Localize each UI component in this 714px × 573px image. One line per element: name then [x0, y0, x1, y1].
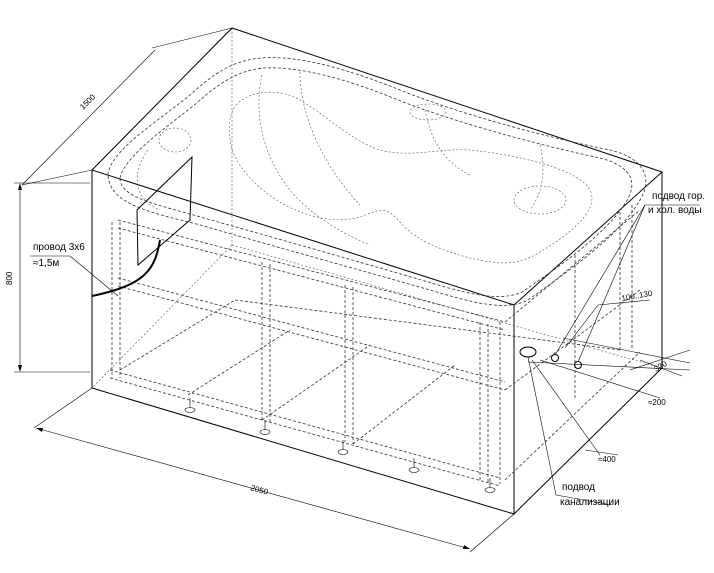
foot	[184, 398, 196, 413]
drain-connection	[519, 346, 613, 506]
drain-callout-line1: подвод	[562, 482, 595, 493]
water-connections	[551, 204, 700, 369]
foot	[259, 420, 271, 435]
dim-100-130-label: 100..130	[621, 289, 654, 303]
hidden-box-edges	[91, 28, 663, 389]
cable-callout-line2: ≈1,5м	[33, 258, 59, 269]
cable-callout-line1: провод 3х6	[33, 242, 85, 253]
support-feet	[184, 398, 496, 493]
tub-rim	[107, 57, 647, 306]
dim-depth-label: 1500	[78, 92, 97, 111]
support-frame	[109, 205, 641, 487]
dim-length-label: 2050	[249, 483, 269, 497]
foot	[337, 440, 349, 455]
bounding-box	[91, 27, 663, 516]
water-callout-line1: подвод гор.	[652, 191, 705, 202]
foot	[484, 478, 496, 493]
dim-height-label: 800	[5, 271, 14, 285]
dim-330-label: 330	[653, 359, 670, 374]
water-callout-line2: и хол. воды	[648, 205, 702, 216]
dim-400-label: ≈400	[598, 455, 616, 464]
dimension-lines	[14, 27, 691, 553]
control-panel	[136, 155, 193, 267]
tub-basin	[136, 71, 593, 264]
power-cable	[91, 239, 161, 297]
foot	[408, 458, 420, 473]
dim-200-label: ≈200	[648, 398, 666, 407]
drain-callout-line2: канализации	[560, 497, 620, 508]
